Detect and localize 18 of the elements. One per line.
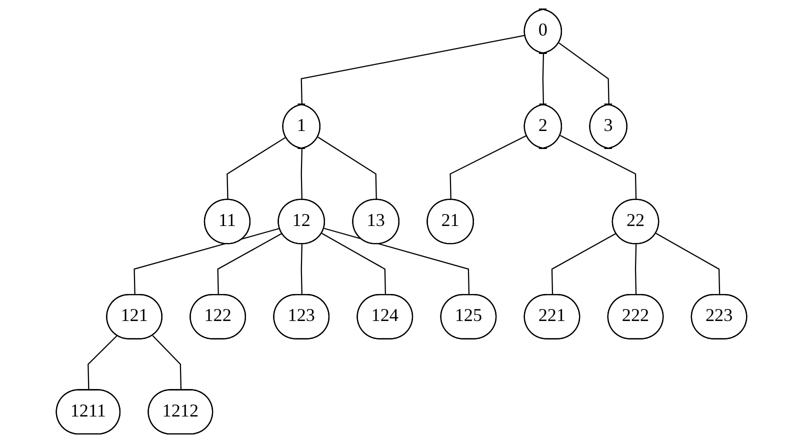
connector — [322, 232, 386, 296]
connector — [152, 335, 182, 390]
connector — [324, 228, 470, 296]
connector — [551, 232, 616, 296]
connector — [88, 335, 118, 390]
connector — [217, 232, 282, 296]
connector — [542, 54, 544, 105]
connector — [450, 135, 527, 200]
connector — [300, 148, 302, 200]
connector — [634, 244, 637, 296]
connector — [300, 34, 526, 105]
connector — [300, 244, 302, 296]
connector — [226, 136, 286, 200]
connector — [656, 232, 720, 296]
connector — [318, 136, 377, 200]
connector — [560, 135, 637, 200]
connector — [558, 42, 610, 105]
connector — [134, 228, 280, 296]
